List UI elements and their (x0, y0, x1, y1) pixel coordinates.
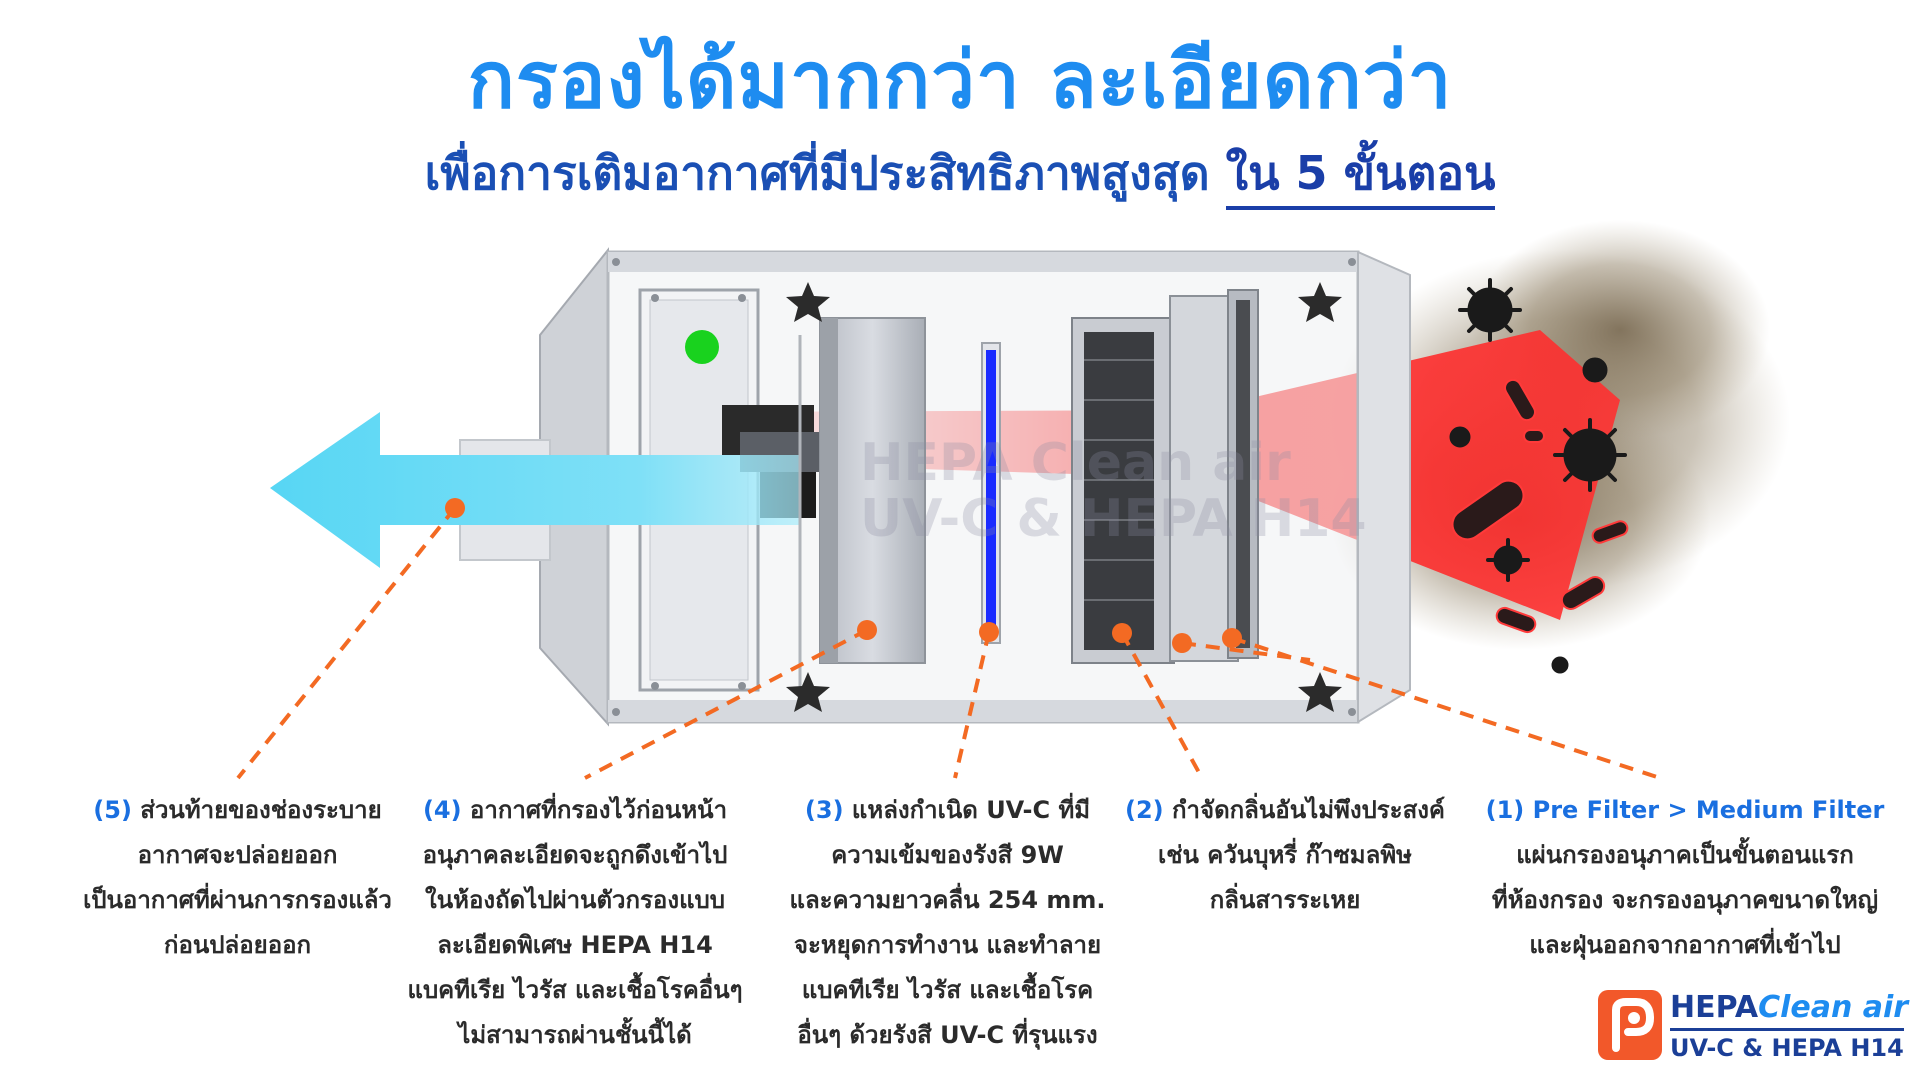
subtitle-main: เพื่อการเติมอากาศที่มีประสิทธิภาพสูงสุด (424, 146, 1226, 200)
step-3-line-4: แบคทีเรีย ไวรัส และเชื้อโรค (801, 976, 1094, 1004)
step-5-label: (5) (93, 796, 132, 824)
step-2-label: (2) (1125, 796, 1164, 824)
clean-air-arrow (270, 412, 800, 568)
subtitle-emphasis: ใน 5 ขั้นตอน (1225, 146, 1496, 210)
step-5-line-1: อากาศจะปล่อยออก (137, 841, 338, 869)
brand-tagline: UV-C & HEPA H14 (1670, 1028, 1904, 1063)
step-5-line-3: ก่อนปล่อยออก (163, 931, 312, 959)
step-5-line-0: ส่วนท้ายของช่องระบาย (131, 796, 382, 824)
step-3-line-2: และความยาวคลื่น 254 mm. (789, 886, 1106, 914)
power-indicator-light (685, 330, 719, 364)
step-1-line-3: และฝุ่นออกจากอากาศที่เข้าไป (1529, 931, 1841, 959)
step-2-line-1: เช่น ควันบุหรี่ ก๊าซมลพิษ (1158, 841, 1412, 869)
step-4-line-5: ไม่สามารถผ่านชั้นนี้ได้ (458, 1021, 692, 1049)
brand-name: HEPAClean air (1670, 990, 1908, 1026)
brand-mark-icon (1598, 990, 1662, 1060)
step-1-line-1: แผ่นกรองอนุภาคเป็นขั้นตอนแรก (1516, 841, 1854, 869)
step-5-line-2: เป็นอากาศที่ผ่านการกรองแล้ว (83, 886, 392, 914)
uvc-lamp (981, 342, 1001, 644)
watermark: HEPA Clean air UV-C & HEPA H14 (860, 435, 1367, 547)
step-3-caption: (3) แหล่งกำเนิด UV-C ที่มี ความเข้มของรั… (770, 788, 1125, 1058)
step-4-line-1: อนุภาคละเอียดจะถูกดึงเข้าไป (422, 841, 728, 869)
virus-icon (1449, 278, 1627, 674)
leader-lines (236, 506, 1661, 780)
star-knob (786, 282, 1342, 712)
watermark-line-2: UV-C & HEPA H14 (860, 489, 1367, 549)
step-3-label: (3) (804, 796, 844, 824)
step-4-line-0: อากาศที่กรองไว้ก่อนหน้า (461, 796, 728, 824)
step-4-label: (4) (422, 796, 462, 824)
watermark-line-1: HEPA Clean air (860, 433, 1291, 493)
step-2-line-0: กำจัดกลิ่นอันไม่พึงประสงค์ (1163, 796, 1445, 824)
step-3-line-0: แหล่งกำเนิด UV-C ที่มี (843, 796, 1091, 824)
step-2-line-2: กลิ่นสารระเหย (1209, 886, 1361, 914)
page-title: กรองได้มากกว่า ละเอียดกว่า (467, 36, 1453, 126)
brand-name-a: HEPA (1670, 990, 1759, 1025)
step-1-line-2: ที่ห้องกรอง จะกรองอนุภาคขนาดใหญ่ (1491, 886, 1879, 914)
pre-medium-filter (1169, 289, 1259, 662)
step-1-label: (1) Pre Filter > Medium Filter (1485, 796, 1885, 824)
step-4-caption: (4) อากาศที่กรองไว้ก่อนหน้า อนุภาคละเอีย… (395, 788, 755, 1058)
step-5-caption: (5) ส่วนท้ายของช่องระบาย อากาศจะปล่อยออก… (40, 788, 435, 968)
marker-dot (445, 498, 1242, 653)
step-2-caption: (2) กำจัดกลิ่นอันไม่พึงประสงค์ เช่น ควัน… (1105, 788, 1465, 923)
carbon-filter (1071, 317, 1175, 664)
step-4-line-3: ละเอียดพิเศษ HEPA H14 (437, 931, 713, 959)
brand-name-b: Clean air (1758, 990, 1909, 1025)
brand-logo: HEPAClean air UV-C & HEPA H14 (1598, 990, 1908, 1062)
bacteria-icon (1451, 378, 1629, 634)
step-1-caption: (1) Pre Filter > Medium Filter แผ่นกรองอ… (1465, 788, 1905, 968)
hepa-filter-panel (798, 317, 926, 690)
step-3-line-1: ความเข้มของรังสี 9W (831, 841, 1064, 869)
step-3-line-5: อื่นๆ ด้วยรังสี UV-C ที่รุนแรง (797, 1021, 1098, 1049)
step-3-line-3: จะหยุดการทำงาน และทำลาย (793, 931, 1102, 959)
step-4-line-4: แบคทีเรีย ไวรัส และเชื้อโรคอื่นๆ (407, 976, 743, 1004)
page-subtitle: เพื่อการเติมอากาศที่มีประสิทธิภาพสูงสุด … (0, 146, 1920, 210)
step-4-line-2: ในห้องถัดไปผ่านตัวกรองแบบ (425, 886, 725, 914)
